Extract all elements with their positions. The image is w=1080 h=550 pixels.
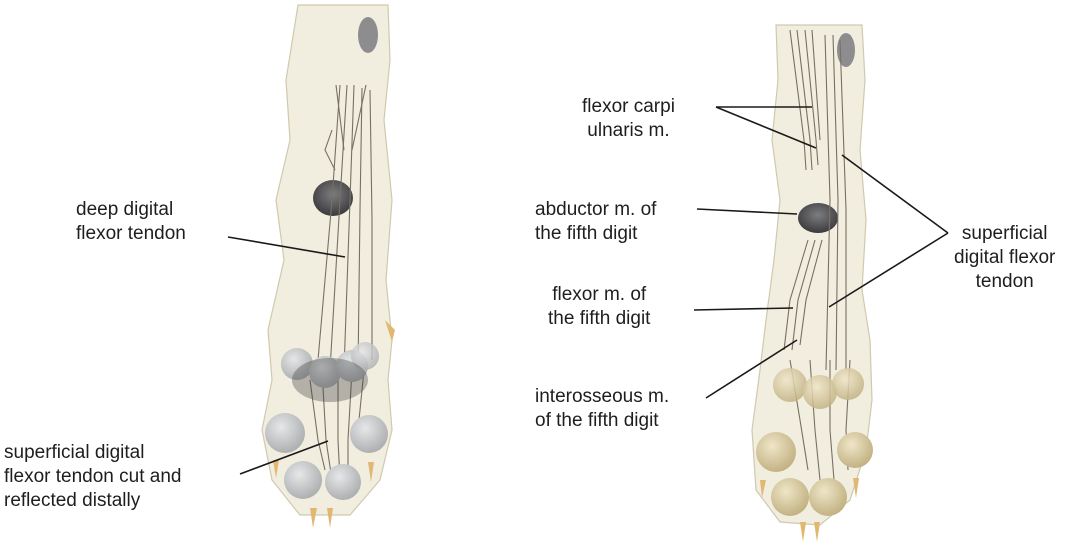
leader-superficial-cut (239, 440, 329, 475)
label-line: abductor m. of (535, 199, 657, 220)
right-digit-pad-2 (771, 478, 809, 516)
label-abductor-fifth-digit: abductor m. of the fifth digit (535, 198, 656, 246)
label-line: interosseous m. (535, 386, 670, 407)
label-line: the fifth digit (548, 308, 651, 329)
right-carpal-pad (837, 33, 855, 67)
left-pad-2 (309, 356, 341, 388)
right-digit-pad-4 (837, 432, 873, 468)
label-line: flexor tendon (76, 223, 186, 244)
right-pad-1 (773, 368, 807, 402)
left-claw-1 (273, 460, 279, 478)
right-pad-2 (803, 375, 837, 409)
label-line: digital flexor (954, 247, 1056, 268)
left-pad-1 (281, 348, 313, 380)
label-flexor-fifth-digit: flexor m. of the fifth digit (548, 283, 650, 331)
left-digit-pad-2 (284, 461, 322, 499)
label-line: flexor m. of (552, 284, 647, 305)
left-digit-pad-4 (350, 415, 388, 453)
right-claw-4 (853, 478, 859, 498)
leader-flexor-fifth (693, 307, 794, 311)
leader-flexor-carpi-ulnaris-b (715, 106, 817, 149)
leader-superficial-flexor-b (828, 232, 949, 308)
label-line: superficial (961, 223, 1048, 244)
left-digit-pad-1 (265, 413, 305, 453)
left-paw-illustration (261, 4, 395, 528)
leader-lines (227, 106, 949, 475)
left-claw-3 (327, 508, 333, 528)
leader-superficial-flexor-a (841, 154, 949, 234)
label-line: superficial digital (4, 442, 145, 463)
right-abductor-pad (798, 203, 838, 233)
leader-abductor-fifth (696, 208, 798, 215)
left-carpal-pad (358, 17, 378, 53)
right-paw-illustration (751, 24, 873, 542)
label-line: tendon (975, 271, 1034, 292)
label-flexor-carpi-ulnaris: flexor carpi ulnaris m. (582, 95, 675, 143)
left-claw-2 (310, 508, 317, 528)
label-line: ulnaris m. (587, 120, 670, 141)
label-interosseous-fifth-digit: interosseous m. of the fifth digit (535, 385, 669, 433)
label-deep-digital-flexor-tendon: deep digital flexor tendon (76, 198, 186, 246)
label-superficial-tendon-cut: superficial digital flexor tendon cut an… (4, 441, 181, 513)
right-claw-2 (800, 522, 806, 542)
label-superficial-digital-flexor-tendon: superficial digital flexor tendon (954, 222, 1055, 294)
leader-interosseous-fifth (705, 339, 798, 399)
left-digit-pad-3 (325, 464, 361, 500)
right-digit-pad-1 (756, 432, 796, 472)
label-line: flexor tendon cut and (4, 466, 182, 487)
left-claw-5 (385, 320, 395, 342)
label-line: reflected distally (4, 490, 141, 511)
left-tendons (309, 84, 373, 481)
leader-deep-digital-flexor (227, 236, 346, 258)
left-deep-pad (313, 180, 353, 216)
right-claw-3 (814, 522, 820, 542)
label-line: of the fifth digit (535, 410, 659, 431)
label-line: the fifth digit (535, 223, 638, 244)
right-digit-pad-3 (809, 478, 847, 516)
right-claw-1 (760, 480, 766, 498)
right-pad-3 (832, 368, 864, 400)
label-line: deep digital (76, 199, 174, 220)
left-claw-4 (368, 462, 374, 482)
left-pad-4 (351, 342, 379, 370)
label-line: flexor carpi (582, 96, 675, 117)
